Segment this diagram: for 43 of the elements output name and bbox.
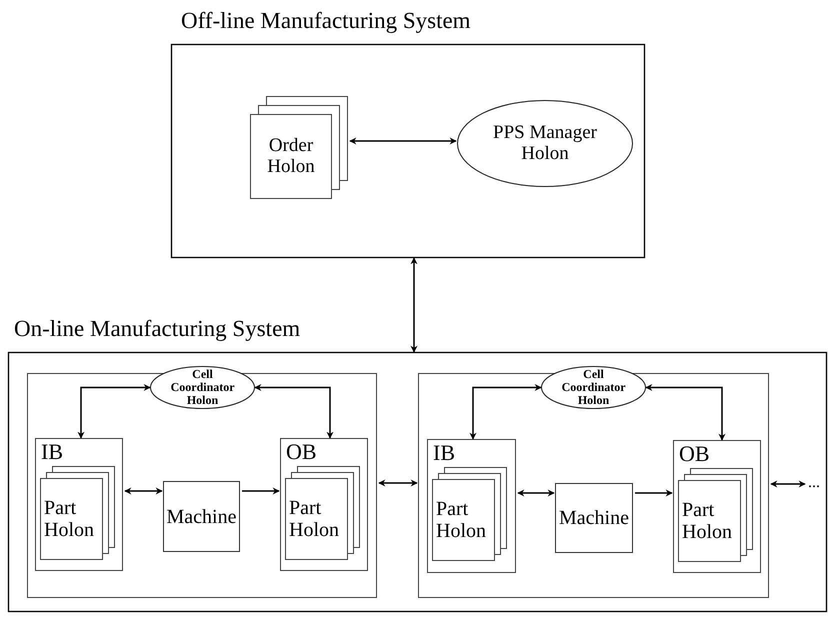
heading: IB [433, 441, 455, 466]
connector-arrow [242, 488, 280, 494]
stacked-holon-box [285, 466, 360, 560]
machine-box [555, 483, 633, 553]
heading: OB [679, 442, 710, 466]
machine-box [163, 481, 240, 552]
heading: OB [286, 440, 317, 464]
stacked-holon-box [678, 468, 753, 562]
connector-arrow [770, 480, 806, 488]
holon-ellipse [541, 366, 646, 409]
stacked-holon-box [432, 467, 507, 561]
buffer-box [280, 438, 368, 571]
holon-ellipse [150, 366, 255, 409]
connector-arrow [645, 384, 726, 441]
node-label: Machine [166, 504, 238, 530]
connector-arrow [410, 257, 418, 353]
connector-arrow [124, 488, 163, 494]
node-label: Part Holon [435, 497, 487, 544]
stacked-holon-box [250, 96, 348, 199]
connector-arrow [635, 490, 673, 496]
connector-arrow [517, 490, 555, 496]
continuation-dots: ... [807, 474, 821, 492]
connector-arrow [78, 384, 151, 439]
connector-arrow [378, 480, 418, 486]
stacked-holon-box [40, 466, 115, 560]
buffer-box [427, 439, 516, 573]
connector-arrow [254, 384, 334, 439]
connector-arrow [470, 384, 542, 440]
heading: Off-line Manufacturing System [181, 8, 471, 34]
heading: IB [41, 440, 63, 464]
node-label: Cell Coordinator Holon [560, 366, 627, 409]
holon-ellipse [457, 100, 633, 187]
node-label: Part Holon [681, 498, 733, 545]
heading: On-line Manufacturing System [14, 316, 300, 342]
buffer-box [673, 440, 761, 573]
node-label: Cell Coordinator Holon [170, 366, 236, 409]
node-label: PPS Manager Holon [492, 120, 598, 166]
node-label: Order Holon [266, 134, 316, 178]
node-label: Part Holon [288, 496, 340, 543]
connector-arrow [349, 138, 457, 144]
node-label: Part Holon [43, 496, 95, 543]
node-label: Machine [558, 506, 630, 531]
buffer-box [35, 438, 123, 571]
